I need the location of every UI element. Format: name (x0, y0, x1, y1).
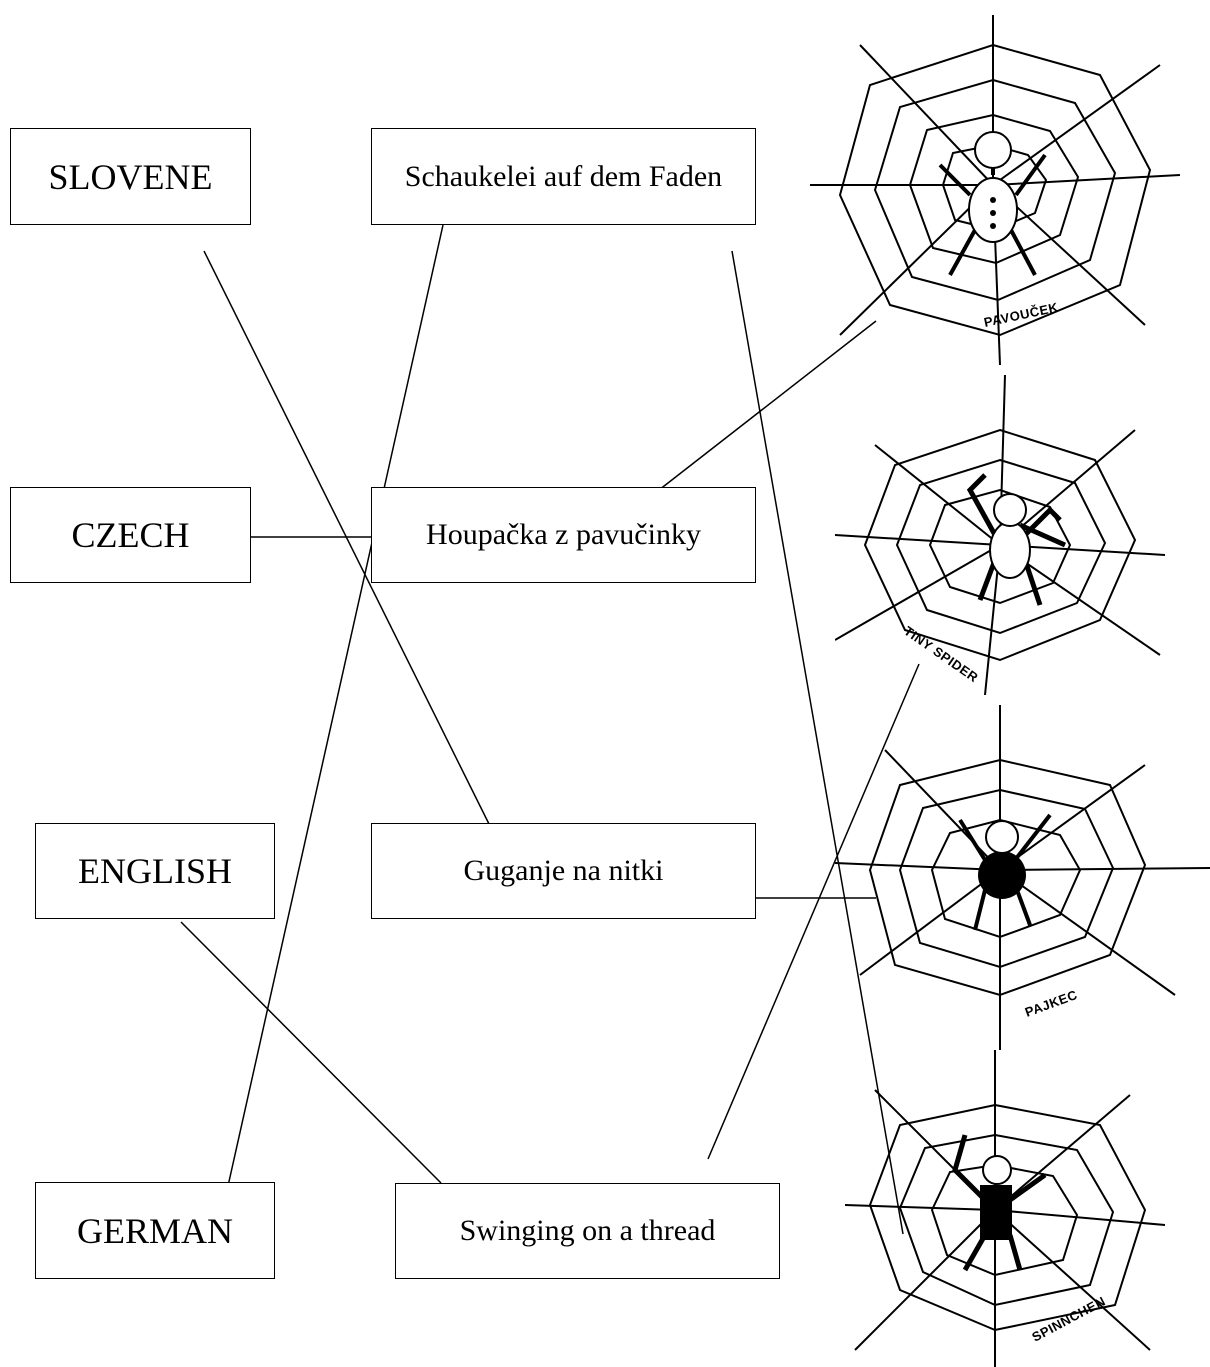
phrase-label: Swinging on a thread (459, 1214, 716, 1247)
language-box-slovene: SLOVENE (10, 128, 251, 225)
language-box-german: GERMAN (35, 1182, 275, 1279)
spider-web-illustration-slovene: PAJKEC (835, 705, 1210, 1050)
phrase-label: Schaukelei auf dem Faden (404, 159, 723, 193)
connector-german-to-schaukelei (227, 224, 444, 1187)
connector-schaukelei-to-spinnchen (731, 250, 904, 1235)
language-label: GERMAN (76, 1210, 233, 1251)
language-box-czech: CZECH (10, 487, 251, 583)
language-label: ENGLISH (78, 851, 232, 891)
language-label: CZECH (71, 515, 190, 555)
connector-houpacka-to-pavoucek (658, 320, 877, 491)
phrase-box-english: Swinging on a thread (395, 1183, 780, 1279)
language-label: SLOVENE (48, 156, 213, 197)
phrase-box-german: Schaukelei auf dem Faden (371, 128, 756, 225)
language-box-english: ENGLISH (35, 823, 275, 919)
phrase-label: Guganje na nitki (463, 854, 664, 887)
phrase-box-czech: Houpačka z pavučinky (371, 487, 756, 583)
spider-web-illustration-german: SPINNCHEN (845, 1050, 1166, 1367)
spider-web-illustration-czech: PAVOUČEK (800, 5, 1186, 370)
spider-web-illustration-english: TINY SPIDER (835, 375, 1165, 695)
connector-english-to-swinging (180, 921, 442, 1184)
phrase-label: Houpačka z pavučinky (426, 518, 701, 551)
connector-slovene-to-guganje (203, 250, 491, 827)
phrase-box-slovene: Guganje na nitki (371, 823, 756, 919)
connector-swinging-to-tiny-spider (707, 663, 920, 1160)
